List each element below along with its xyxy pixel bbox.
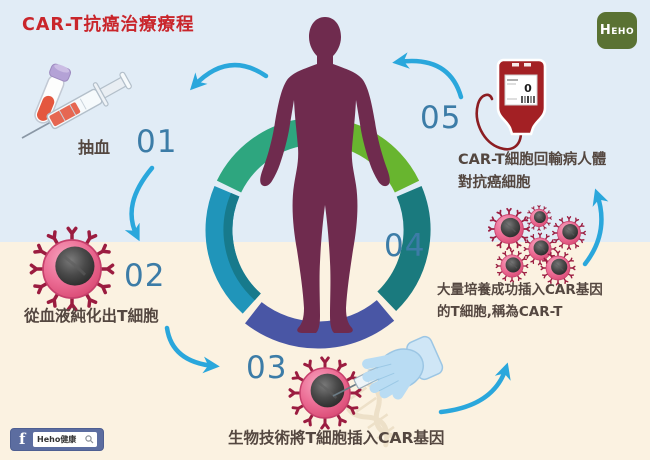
syringe-icon <box>21 71 132 139</box>
step4-label: 大量培養成功插入CAR基因 的T細胞,稱為CAR-T <box>437 279 603 323</box>
t-cell-icon-step2 <box>31 228 112 309</box>
ring-segment-cyan-shade <box>223 135 413 325</box>
step3-number: 03 <box>246 350 288 386</box>
human-silhouette <box>260 17 390 333</box>
facebook-page-name: Heho健康 <box>37 435 77 444</box>
arrow-step2-to-step3 <box>164 325 220 374</box>
heho-logo-text: Heho <box>599 23 635 38</box>
facebook-search-box[interactable]: Heho健康 <box>33 432 97 447</box>
step5-number: 05 <box>420 100 462 136</box>
blood-bag-icon: 0 <box>475 58 547 151</box>
step2-number: 02 <box>124 258 166 294</box>
arrow-step1-to-step2 <box>124 165 155 242</box>
step5-label: CAR-T細胞回輸病人體 對抗癌細胞 <box>458 149 606 195</box>
step2-label: 從血液純化出T細胞 <box>24 307 159 325</box>
flow-arrows <box>124 52 609 415</box>
arrow-step5-to-body <box>392 52 464 100</box>
step3-label: 生物技術將T細胞插入CAR基因 <box>228 429 445 447</box>
facebook-icon: f <box>19 430 26 448</box>
blood-type-label: 0 <box>524 82 532 95</box>
page-title: CAR-T抗癌治療療程 <box>22 15 195 35</box>
t-cell-cluster-icon <box>489 206 585 285</box>
arrow-step4-to-step5 <box>582 188 609 267</box>
arrow-step3-to-step4 <box>438 362 511 415</box>
heho-logo: Heho <box>597 12 637 49</box>
step1-label: 抽血 <box>78 138 111 157</box>
step4-number: 04 <box>384 228 426 264</box>
step5-label-line1: CAR-T細胞回輸病人體 <box>458 152 607 168</box>
step5-label-line2: 對抗癌細胞 <box>458 175 531 191</box>
step4-label-line1: 大量培養成功插入CAR基因 <box>437 282 603 298</box>
blood-tube-icon <box>34 63 72 124</box>
ring-segment-green-teal <box>205 117 431 343</box>
facebook-bar: f Heho健康 <box>10 428 104 451</box>
t-cell-icon-step3 <box>290 358 360 428</box>
arrow-ring-to-step1 <box>189 62 269 91</box>
search-icon[interactable] <box>85 435 94 444</box>
step1-number: 01 <box>136 124 178 160</box>
gloved-hand-icon <box>362 335 444 400</box>
step4-label-line2: 的T細胞,稱為CAR-T <box>437 304 563 320</box>
